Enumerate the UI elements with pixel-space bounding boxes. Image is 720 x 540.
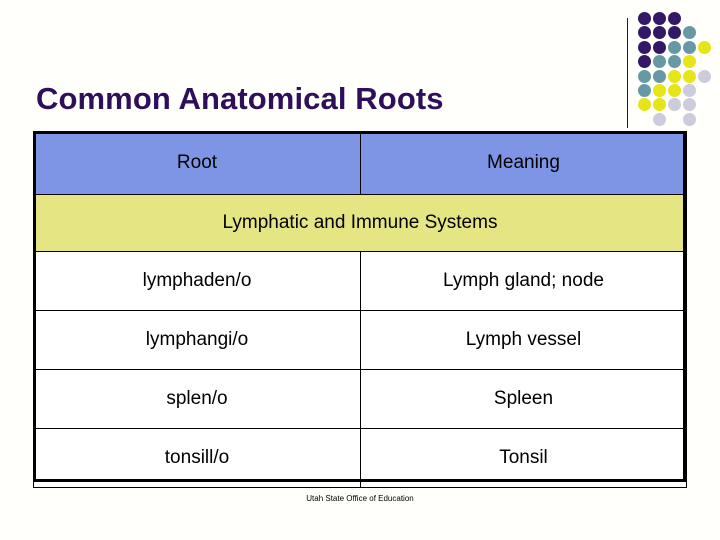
decorative-dot xyxy=(668,55,681,69)
decorative-dot xyxy=(668,98,681,112)
table-row: tonsill/o Tonsil xyxy=(33,428,687,488)
table-section-row: Lymphatic and Immune Systems xyxy=(33,194,687,252)
table-header-row: Root Meaning xyxy=(33,131,687,195)
decorative-dot xyxy=(638,98,651,112)
decorative-dot xyxy=(668,69,681,83)
decorative-dot xyxy=(653,84,666,97)
decorative-dot xyxy=(683,84,696,97)
page-title: Common Anatomical Roots xyxy=(36,80,444,116)
section-label: Lymphatic and Immune Systems xyxy=(33,194,687,252)
footer-credit: Utah State Office of Education xyxy=(306,494,414,503)
decorative-dot xyxy=(683,69,696,83)
decorative-dot xyxy=(683,55,696,69)
decorative-dot xyxy=(638,40,651,54)
decorative-dot xyxy=(668,26,681,40)
decorative-dot xyxy=(668,12,681,25)
cell-meaning: Spleen xyxy=(360,369,687,429)
decorative-dot xyxy=(653,12,666,25)
table-row: splen/o Spleen xyxy=(33,369,687,429)
decorative-dot xyxy=(683,26,696,40)
decorative-dot xyxy=(638,84,651,97)
decorative-dot xyxy=(683,112,696,126)
dot-grid-decoration xyxy=(638,12,714,128)
decorative-dot xyxy=(653,40,666,54)
decorative-dot xyxy=(698,40,711,54)
decorative-dot xyxy=(638,69,651,83)
cell-root: tonsill/o xyxy=(33,428,361,488)
decorative-dot xyxy=(638,55,651,69)
decorative-dot xyxy=(653,98,666,112)
title-vertical-rule xyxy=(627,18,628,128)
column-header-root: Root xyxy=(33,131,361,195)
cell-meaning: Lymph gland; node xyxy=(360,251,687,311)
decorative-dot xyxy=(653,112,666,126)
decorative-dot xyxy=(698,69,711,83)
decorative-dot xyxy=(683,98,696,112)
decorative-dot xyxy=(638,26,651,40)
decorative-dot xyxy=(683,40,696,54)
decorative-dot xyxy=(638,12,651,25)
column-header-meaning: Meaning xyxy=(360,131,687,195)
decorative-dot xyxy=(653,69,666,83)
cell-meaning: Lymph vessel xyxy=(360,310,687,370)
decorative-dot xyxy=(668,40,681,54)
cell-root: splen/o xyxy=(33,369,361,429)
cell-meaning: Tonsil xyxy=(360,428,687,488)
cell-root: lymphaden/o xyxy=(33,251,361,311)
table-row: lymphangi/o Lymph vessel xyxy=(33,310,687,370)
anatomical-roots-table: Root Meaning Lymphatic and Immune System… xyxy=(33,131,687,488)
decorative-dot xyxy=(653,55,666,69)
cell-root: lymphangi/o xyxy=(33,310,361,370)
decorative-dot xyxy=(668,84,681,97)
decorative-dot xyxy=(653,26,666,40)
table-row: lymphaden/o Lymph gland; node xyxy=(33,251,687,311)
